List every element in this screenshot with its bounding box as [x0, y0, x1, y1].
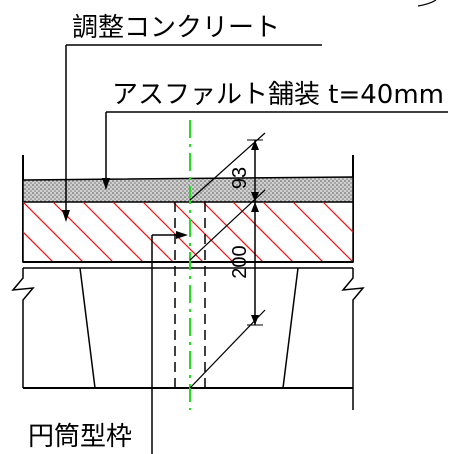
diag-leader-2 [189, 189, 266, 261]
label-adjust-concrete: 調整コンクリート [72, 13, 280, 43]
left-taper-line [79, 267, 96, 389]
label-asphalt: アスファルト舗装 t=40mm [112, 80, 444, 110]
arrow-asphalt [102, 178, 110, 190]
diag-leader-3 [189, 309, 266, 389]
concrete-hatch [23, 202, 353, 262]
right-taper-line [282, 267, 299, 389]
dim-arrow-mid-down [251, 202, 259, 212]
corner-mark [417, 0, 437, 7]
right-break-mark [341, 268, 365, 410]
dim-text-concrete: 200 [229, 245, 251, 278]
label-cylinder-frame: 円筒型枠 [28, 422, 132, 452]
dim-arrow-top [251, 140, 259, 150]
dim-text-asphalt: 93 [229, 167, 251, 189]
adjust-concrete-layer [22, 201, 354, 263]
diag-leader-1 [189, 132, 266, 201]
left-break-mark [11, 268, 35, 388]
arrow-cylinder [176, 231, 188, 239]
arrow-adjust-concrete [62, 210, 70, 222]
dim-arrow-mid-up [251, 192, 259, 202]
